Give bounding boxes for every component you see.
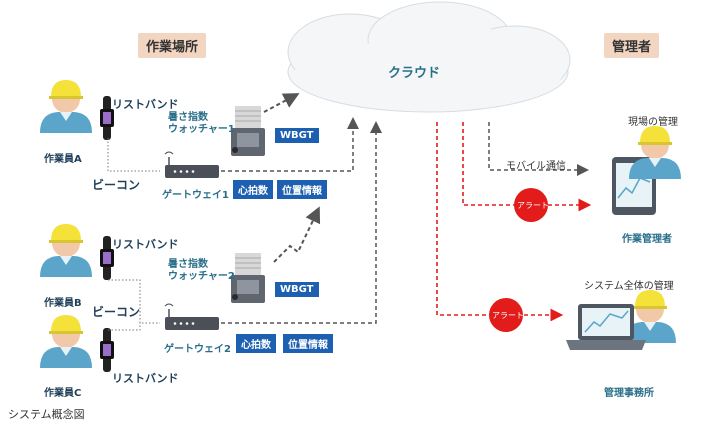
gateway-1-icon	[164, 151, 220, 179]
wbgt-watcher-1-icon	[230, 105, 266, 157]
heat-index-watcher-2-label: 暑さ指数 ウォッチャー2	[168, 259, 235, 282]
system-management-label: システム全体の管理	[584, 281, 674, 292]
beacon-label-top: ビーコン	[92, 178, 141, 192]
worksite-header: 作業場所	[138, 33, 207, 58]
worker-b-icon	[40, 224, 92, 277]
alert-label-1: アラート	[517, 201, 549, 210]
gateway-1-label: ゲートウェイ1	[162, 190, 229, 201]
wbgt-badge-1: WBGT	[275, 128, 319, 143]
wbgt-watcher-2-icon	[230, 252, 266, 304]
wbgt-badge-2: WBGT	[275, 282, 319, 297]
cloud-icon	[287, 1, 571, 113]
beacon-label-bottom: ビーコン	[92, 305, 141, 319]
alert-badge-2	[489, 298, 523, 332]
manager-header: 管理者	[604, 33, 660, 58]
wristband-label-bottom: リストバンド	[112, 372, 179, 385]
worker-a-label: 作業員A	[44, 154, 82, 165]
wristband-label-top: リストバンド	[112, 98, 179, 111]
wristband-label-middle: リストバンド	[112, 238, 179, 251]
gateway-2-icon	[164, 303, 220, 331]
alert-label-2: アラート	[492, 311, 524, 320]
worker-c-label: 作業員C	[44, 388, 82, 399]
site-manager-icon	[629, 126, 681, 179]
gateway-2-label: ゲートウェイ2	[164, 344, 231, 355]
worker-a-icon	[40, 80, 92, 133]
heart-rate-badge-2: 心拍数	[236, 334, 276, 353]
mobile-comm-label: モバイル通信	[506, 161, 566, 172]
cloud-label: クラウド	[388, 66, 441, 81]
alert-badge-1	[514, 188, 548, 222]
heart-rate-badge-1: 心拍数	[233, 180, 273, 199]
heat-index-watcher-1-label: 暑さ指数 ウォッチャー1	[168, 112, 235, 135]
location-badge-2: 位置情報	[283, 334, 333, 353]
location-badge-1: 位置情報	[277, 180, 327, 199]
worker-c-icon	[40, 315, 92, 368]
laptop-icon	[566, 304, 646, 350]
worker-b-label: 作業員B	[44, 298, 82, 309]
office-label: 管理事務所	[604, 388, 654, 399]
site-management-label: 現場の管理	[628, 117, 678, 128]
figure-caption: システム概念図	[8, 408, 85, 421]
wristband-c-icon	[100, 328, 114, 372]
site-manager-label: 作業管理者	[622, 234, 672, 245]
